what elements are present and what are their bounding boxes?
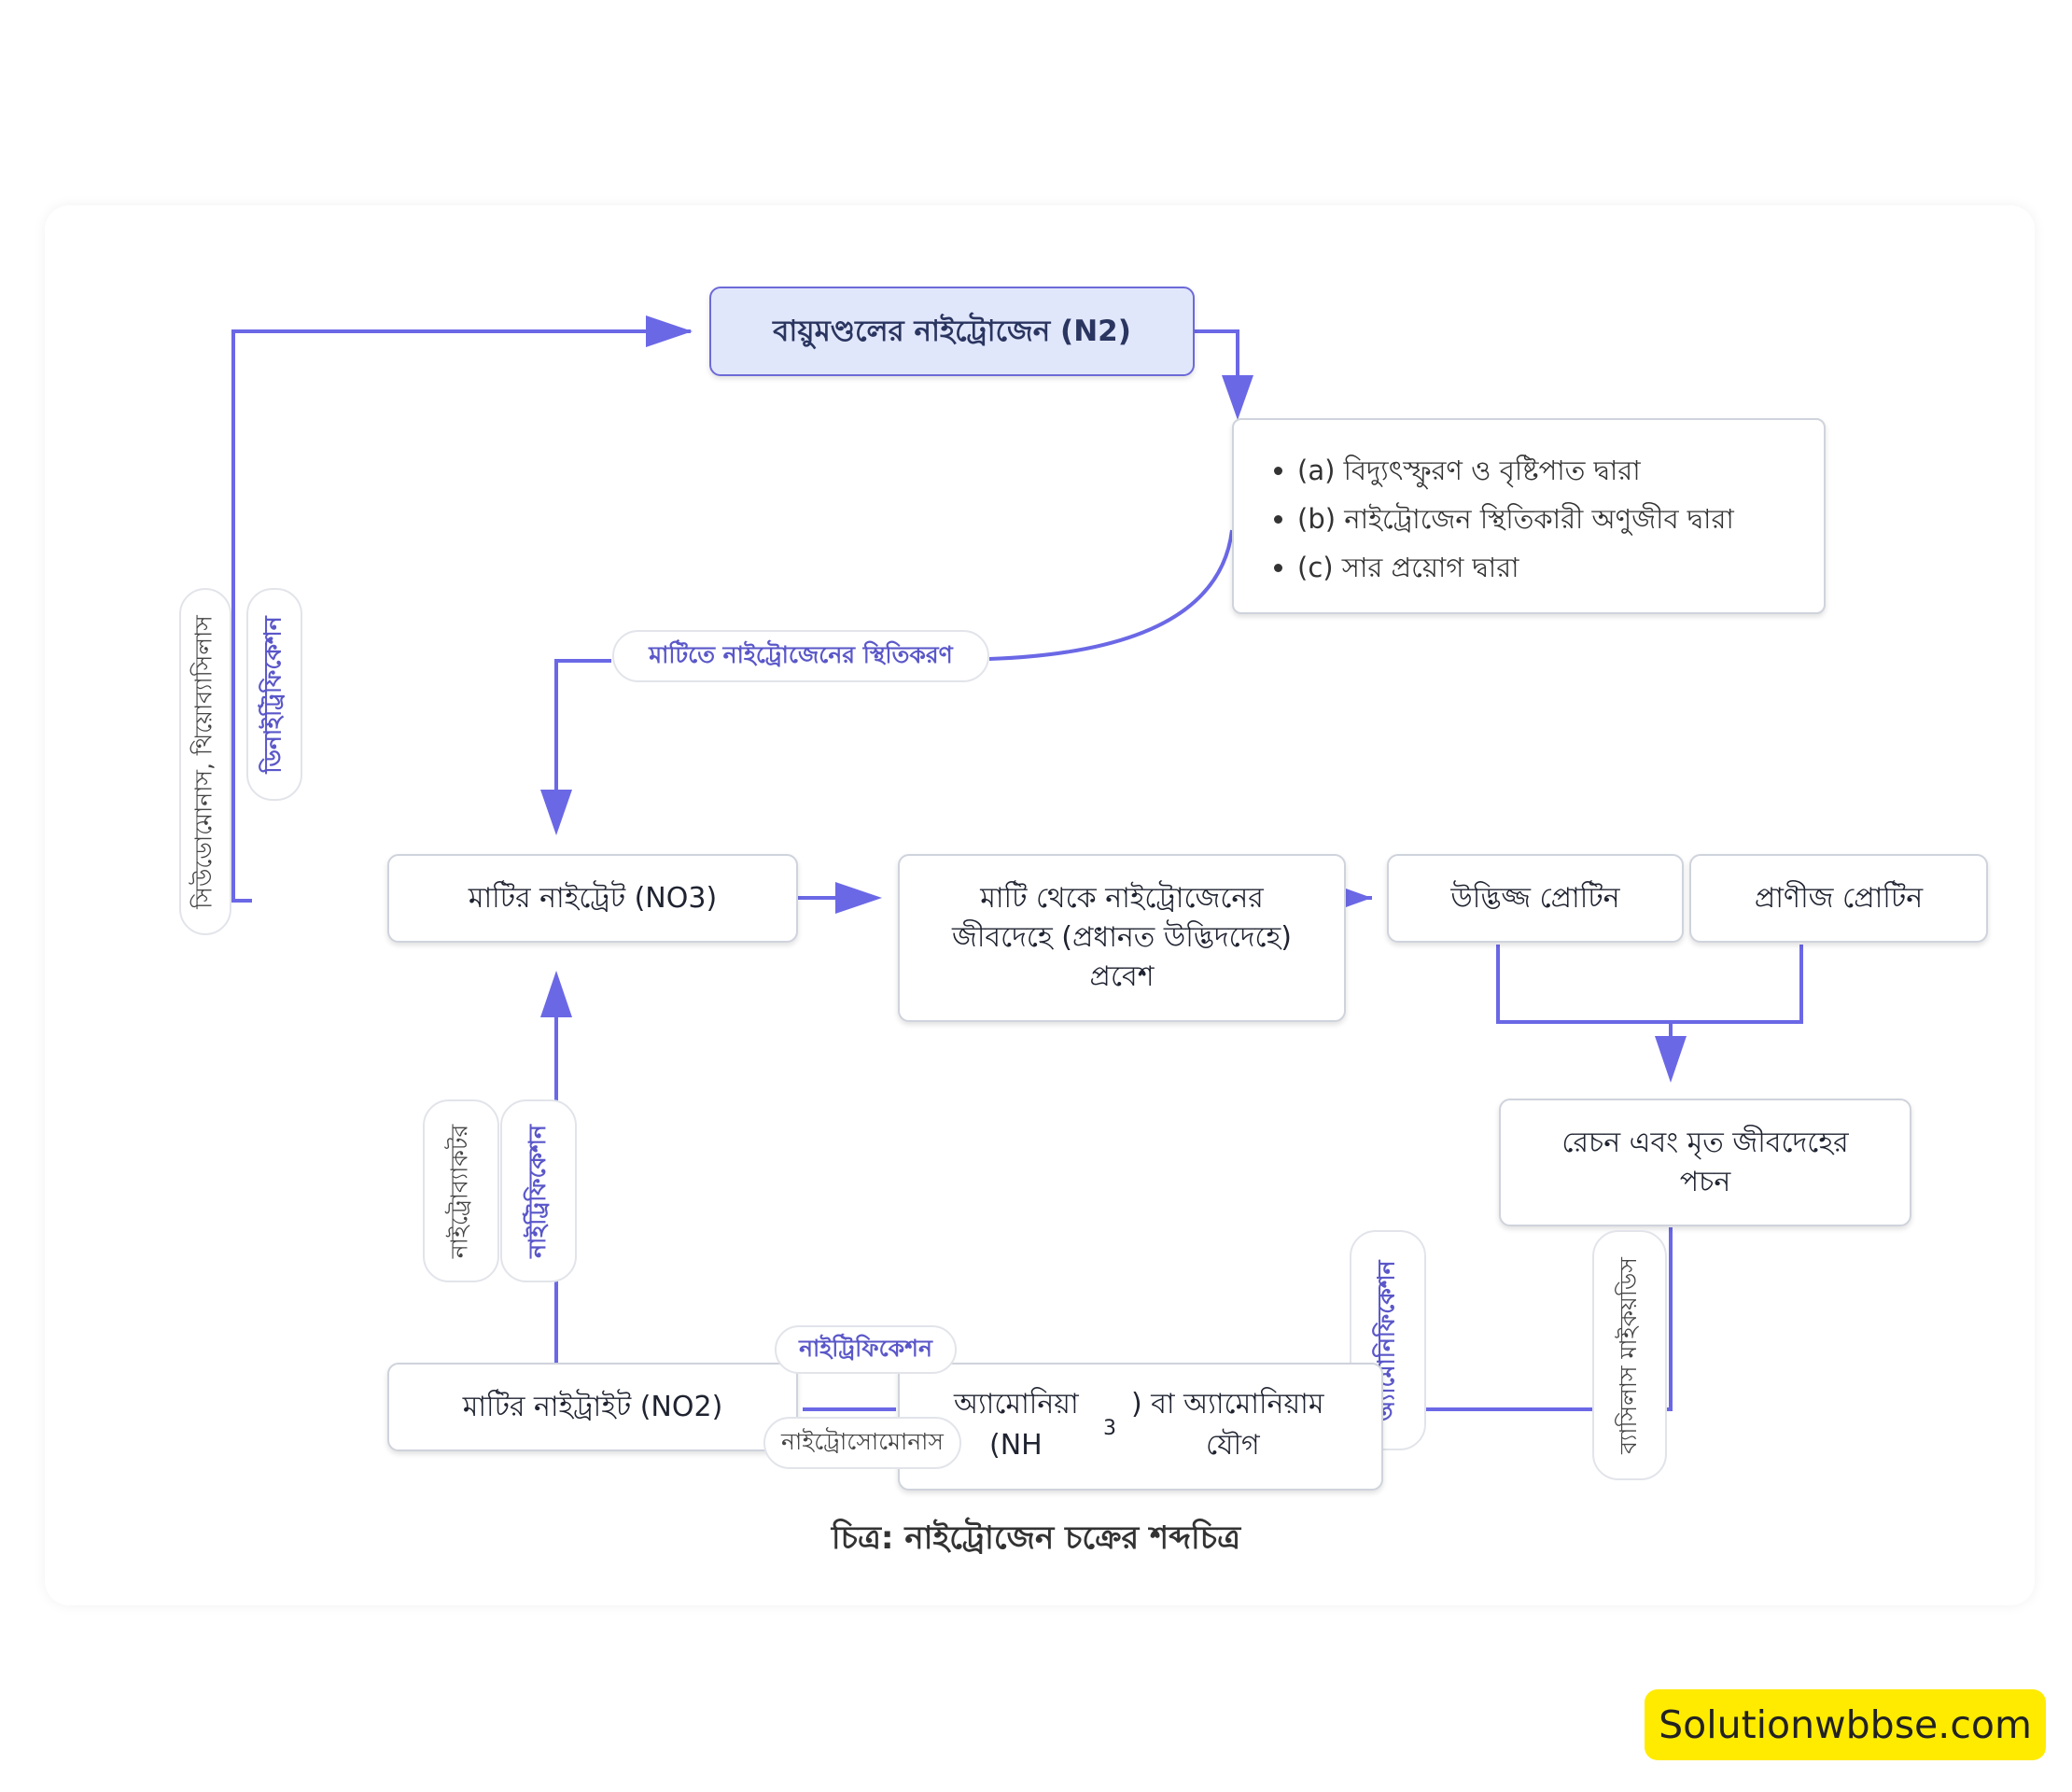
fixation-methods-box: (a) বিদ্যুৎস্ফুরণ ও বৃষ্টিপাত দ্বারা (b)… [1232, 418, 1826, 614]
nitrification-mid-label: নাইট্রিফিকেশন [775, 1325, 957, 1374]
fixation-label-text: মাটিতে নাইট্রোজেনের স্থিতিকরণ [649, 640, 953, 668]
nitrobacter-text: নাইট্রোব্যাকটর [445, 1124, 473, 1258]
nitrosomonas-text: নাইট্রোসোমোনাস [781, 1427, 944, 1455]
denitrifiers-text: সিউডোমোনাস, থিয়োব্যাসিলাস [189, 614, 217, 909]
arrowhead-atmosphere [646, 315, 693, 347]
arrowhead-decay [1655, 1036, 1687, 1083]
nitrate-label: মাটির নাইট্রেট (NO3) [468, 881, 718, 915]
nitrate-node: মাটির নাইট্রেট (NO3) [387, 854, 798, 943]
ammonia-node: অ্যামোনিয়া ) বা অ্যামোনিয়াম (NH 3 যৌগ [898, 1363, 1383, 1491]
arrowhead-entry [835, 882, 882, 914]
entry-line-3: প্রবেশ [1089, 960, 1155, 993]
ammonia-text-group: অ্যামোনিয়া ) বা অ্যামোনিয়াম (NH 3 যৌগ [900, 1365, 1381, 1489]
decay-line-2: পচন [1679, 1165, 1731, 1198]
nitrite-node: মাটির নাইট্রাইট (NO2) [387, 1363, 798, 1451]
denitrification-text: ডিনাইট্রিফিকেশন [259, 615, 287, 774]
method-item: (a) বিদ্যুৎস্ফুরণ ও বৃষ্টিপাত দ্বারা [1297, 446, 1824, 495]
atmosphere-label: বায়ুমণ্ডলের নাইট্রোজেন (N2) [773, 315, 1131, 348]
nitrobacter-label: নাইট্রোব্যাকটর [423, 1099, 499, 1282]
ammonia-subscript: 3 [1103, 1417, 1116, 1440]
atmosphere-node: বায়ুমণ্ডলের নাইট্রোজেন (N2) [709, 287, 1195, 376]
animal-protein-node: প্রাণীজ প্রোটিন [1689, 854, 1988, 943]
entry-node: মাটি থেকে নাইট্রোজেনের জীবদেহে (প্রধানত … [898, 854, 1346, 1022]
bacillus-text: ব্যাসিলাস মাইকয়ডিস [1614, 1256, 1642, 1454]
site-watermark-text: Solutionwbbse.com [1659, 1702, 2032, 1747]
decay-line-1: রেচন এবং মৃত জীবদেহের [1561, 1126, 1849, 1159]
denitrification-label: ডিনাইট্রিফিকেশন [246, 588, 302, 801]
bacillus-label: ব্যাসিলাস মাইকয়ডিস [1592, 1230, 1667, 1480]
animal-protein-label: প্রাণীজ প্রোটিন [1754, 881, 1924, 915]
arrowhead-methods [1222, 375, 1253, 420]
arrowhead-nitrate-bottom [540, 971, 572, 1017]
ammonia-text-a: অ্যামোনিয়া [954, 1388, 1079, 1421]
ammonia-text-b: ) বা অ্যামোনিয়াম [1131, 1388, 1324, 1421]
entry-line-2: জীবদেহে (প্রধানত উদ্ভিদদেহে) [952, 921, 1292, 954]
method-item: (b) নাইট্রোজেন স্থিতিকারী অণুজীব দ্বারা [1297, 495, 1824, 543]
plant-protein-label: উদ্ভিজ্জ প্রোটিন [1450, 881, 1620, 915]
edge-methods-to-fixation [988, 529, 1234, 661]
nitrite-label: মাটির নাইট্রাইট (NO2) [462, 1390, 723, 1423]
plant-protein-node: উদ্ভিজ্জ প্রোটিন [1387, 854, 1684, 943]
entry-line-1: মাটি থেকে নাইট্রোজেনের [980, 882, 1264, 915]
denitrifiers-label: সিউডোমোনাস, থিয়োব্যাসিলাস [179, 588, 231, 935]
fixation-label: মাটিতে নাইট্রোজেনের স্থিতিকরণ [612, 630, 989, 682]
figure-caption: চিত্র: নাইট্রোজেন চক্রের শব্দচিত্র [831, 1519, 1241, 1557]
edge-denitrification-up [231, 329, 691, 903]
method-item: (c) সার প্রয়োগ দ্বারা [1297, 543, 1824, 592]
decay-node: রেচন এবং মৃত জীবদেহের পচন [1499, 1099, 1911, 1226]
edge-animal-protein-down [1669, 945, 1803, 1045]
edge-decay-to-ammonia [1381, 1227, 1673, 1411]
arrowhead-protein [1346, 889, 1372, 907]
edge-fixation-to-nitrate [554, 659, 611, 803]
edge-atmosphere-to-methods [1195, 329, 1239, 392]
edge-plant-protein-down [1496, 945, 1671, 1024]
site-watermark: Solutionwbbse.com [1645, 1689, 2046, 1760]
ammonia-text-c: (NH [989, 1429, 1043, 1462]
nitrification-mid-text: নাইট্রিফিকেশন [799, 1334, 932, 1362]
nitrification-up-label: নাইট্রিফিকেশন [500, 1099, 577, 1282]
nitrification-up-text: নাইট্রিফিকেশন [523, 1124, 551, 1258]
nitrosomonas-label: নাইট্রোসোমোনাস [763, 1417, 961, 1469]
arrowhead-nitrate-top [540, 790, 572, 835]
ammonia-text-d: যৌগ [1206, 1429, 1260, 1462]
